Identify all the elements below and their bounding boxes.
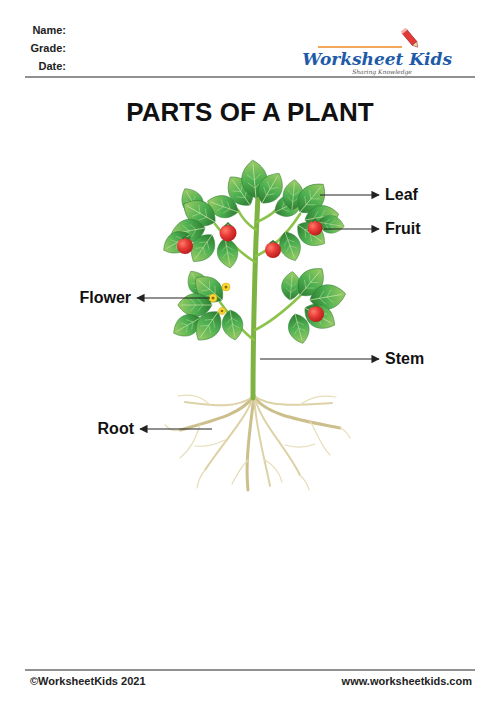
footer-rule: [25, 670, 475, 671]
page-title: PARTS OF A PLANT: [0, 98, 500, 128]
part-label: Flower: [79, 288, 131, 307]
title-holder: PARTS OF A PLANT: [0, 98, 500, 128]
label-holder: Sharing Knowledge: [352, 68, 412, 75]
footer-text: www.worksheetkids.com: [342, 675, 472, 688]
label-holder: Date:: [38, 60, 66, 73]
label-holder: Fruit: [385, 219, 421, 238]
field-label: Name:: [32, 24, 66, 37]
label-holder: Flower: [79, 288, 131, 307]
plant-roots: [165, 395, 350, 490]
part-label: Root: [98, 419, 134, 438]
part-label: Fruit: [385, 219, 421, 238]
label-holder: www.worksheetkids.com: [342, 675, 472, 688]
label-holder: Root: [98, 419, 134, 438]
field-label: Grade:: [31, 42, 66, 55]
part-label: Stem: [385, 349, 424, 368]
logo-text: Worksheet Kids: [302, 49, 452, 69]
label-holder: Grade:: [31, 42, 66, 55]
part-label: Leaf: [385, 185, 418, 204]
label-holder: Name:: [32, 24, 66, 37]
field-label: Date:: [38, 60, 66, 73]
plant-fruits: [177, 219, 324, 322]
plant-flowers: [209, 283, 230, 315]
logo-tagline: Sharing Knowledge: [352, 68, 412, 75]
label-holder: Stem: [385, 349, 424, 368]
label-holder: Worksheet Kids: [302, 49, 452, 69]
footer-text: ©WorksheetKids 2021: [30, 675, 146, 688]
label-holder: Leaf: [385, 185, 418, 204]
plant-leaves: [159, 159, 348, 347]
leader-lines: [137, 195, 379, 429]
logo-pencil: [318, 28, 420, 49]
header-rule: [25, 77, 475, 78]
label-holder: ©WorksheetKids 2021: [30, 675, 146, 688]
